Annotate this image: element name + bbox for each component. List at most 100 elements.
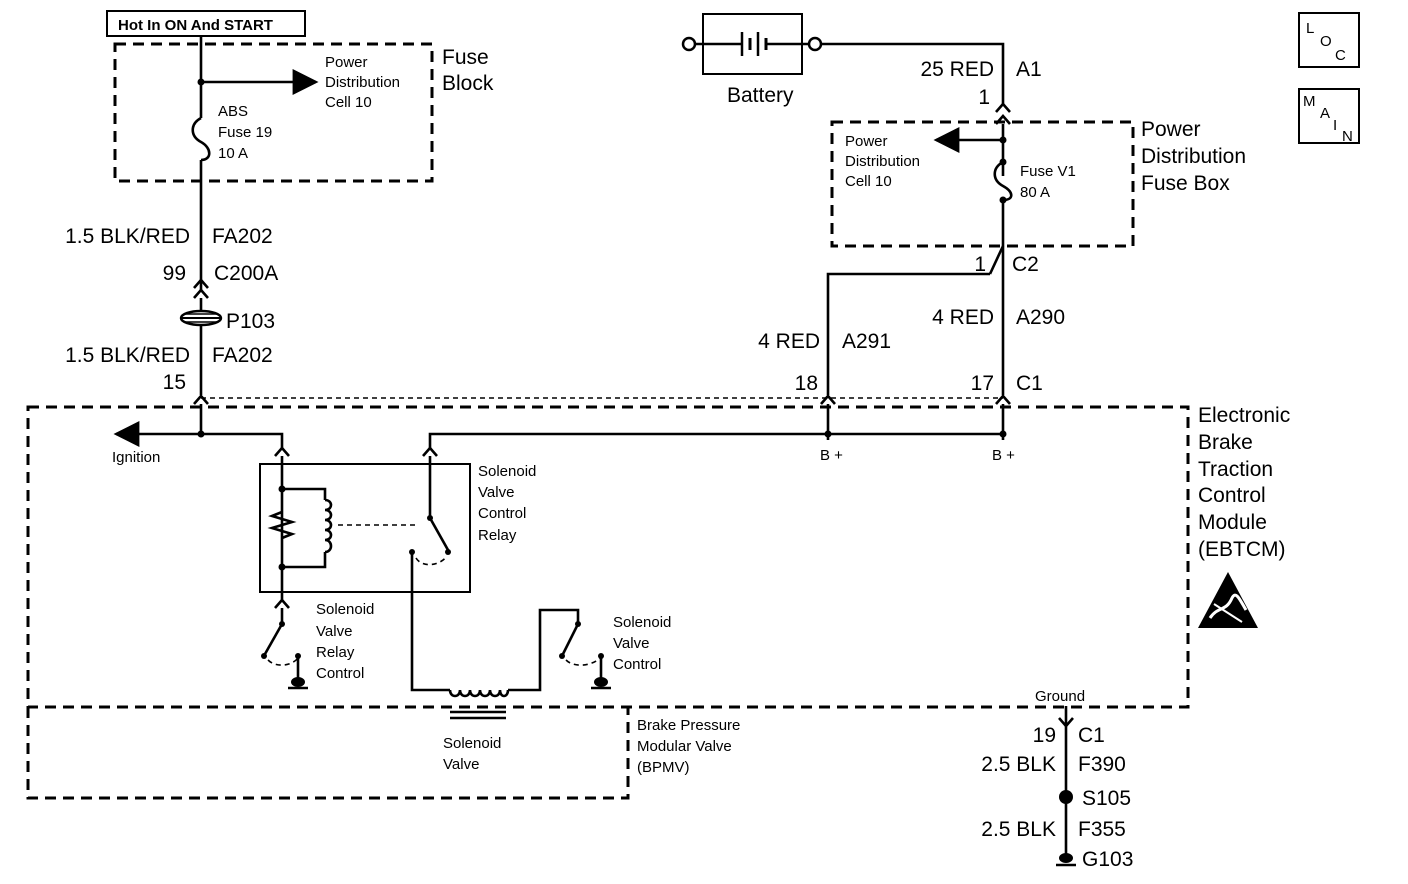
battery-label: Battery [727,84,794,107]
ebtcm-title-1: Electronic [1198,404,1290,427]
relay-control-label-3: Relay [316,644,355,661]
c1-label: C1 [1016,372,1043,395]
s105-label: S105 [1082,787,1131,810]
c2-pin: 1 [974,253,986,276]
relay-label-1: Solenoid [478,463,536,480]
svg-text:C: C [1335,47,1346,64]
pdfb-box [830,120,1135,248]
relay-box [259,463,471,593]
solenoid-coil [448,689,510,698]
c200a-pin: 99 [163,262,186,285]
solenoid-valve-label-2: Valve [443,756,479,773]
g103-label: G103 [1082,848,1133,871]
pdfb-pin1-connector [995,102,1011,113]
pdfb-pin-1: 1 [978,86,990,109]
pin-15: 15 [163,371,186,394]
relay-label-2: Valve [478,484,514,501]
fuse-v1-symbol [993,160,1013,202]
pin17-connector [995,394,1011,405]
bplus-label-2: B + [992,447,1015,464]
relay-coil [324,498,333,554]
pin15-connector [193,394,209,405]
fuse-v1-label-2: 80 A [1020,184,1050,201]
ebtcm-title-6: (EBTCM) [1198,538,1286,561]
fuse-v1-label-1: Fuse V1 [1020,163,1076,180]
fa202-circuit-upper: FA202 [212,225,273,248]
pin19-connector [1058,717,1074,728]
c200a-connector [193,278,209,289]
fuse-block-box [113,42,434,183]
bplus-bus [428,432,1003,448]
relay-label-3: Control [478,505,526,522]
pdfb-title-1: Power [1141,118,1201,141]
ignition-label: Ignition [112,449,160,466]
a1-wire [821,42,1005,104]
p103-label: P103 [226,310,275,333]
solenoid-valve-label-1: Solenoid [443,735,501,752]
a1-circuit: A1 [1016,58,1042,81]
main-nav-button[interactable]: M A I N [1298,88,1360,145]
a290-gauge: 4 RED [932,306,994,329]
relay-resistor [267,510,297,540]
pdfb-title-2: Distribution [1141,145,1246,168]
fuse-block-title-1: Fuse [442,46,489,69]
bpmv-title-2: Modular Valve [637,738,732,755]
f390-gauge: 2.5 BLK [981,753,1056,776]
pdfb-title-3: Fuse Box [1141,172,1230,195]
s105-splice-icon [1059,790,1073,804]
a291-circuit: A291 [842,330,891,353]
pdfb-pdc-1: Power [845,133,888,150]
svg-text:O: O [1320,33,1332,50]
a291-gauge: 4 RED [758,330,820,353]
abs-fuse-label-2: Fuse 19 [218,124,272,141]
f355-circuit: F355 [1078,818,1126,841]
ground-icon-1 [288,677,308,690]
hot-label-box: Hot In ON And START [106,10,306,37]
abs-fuse-label-1: ABS [218,103,248,120]
ebtcm-title-2: Brake [1198,431,1253,454]
pin-18: 18 [795,372,818,395]
esd-warning-icon [1198,572,1258,628]
relay-control-label-2: Valve [316,623,352,640]
solenoid-control-switch [561,623,580,655]
relay-label-4: Relay [478,527,517,544]
svg-text:N: N [1342,128,1353,145]
ebtcm-title-5: Module [1198,511,1267,534]
relay-control-label-1: Solenoid [316,601,374,618]
pdc-label-2: Distribution [325,74,400,91]
f390-circuit: F390 [1078,753,1126,776]
svg-text:M: M [1303,93,1316,110]
hot-label: Hot In ON And START [118,17,273,34]
pin19-conn: C1 [1078,724,1105,747]
solenoid-control-label-3: Control [613,656,661,673]
f355-gauge: 2.5 BLK [981,818,1056,841]
bpmv-title-3: (BPMV) [637,759,690,776]
loc-nav-button[interactable]: L O C [1298,12,1360,68]
relay-control-switch [263,623,284,655]
svg-text:I: I [1333,117,1337,134]
solenoid-control-label-1: Solenoid [613,614,671,631]
ebtcm-box [26,405,1190,709]
pdfb-pdc-2: Distribution [845,153,920,170]
bpmv-box [26,707,630,800]
pdfb-pdc-3: Cell 10 [845,173,892,190]
c2-name: C2 [1012,253,1039,276]
c200a-name: C200A [214,262,278,285]
bpmv-title-1: Brake Pressure [637,717,740,734]
fa202-gauge-lower: 1.5 BLK/RED [65,344,190,367]
relay-control-label-4: Control [316,665,364,682]
a290-circuit: A290 [1016,306,1065,329]
abs-fuse-label-3: 10 A [218,145,248,162]
ebtcm-title-3: Traction [1198,458,1273,481]
pin-19: 19 [1033,724,1056,747]
a1-gauge: 25 RED [920,58,994,81]
battery-icon [681,13,823,75]
pdc-label-3: Cell 10 [325,94,372,111]
svg-text:A: A [1320,105,1330,122]
ebtcm-title-4: Control [1198,484,1266,507]
fa202-circuit-lower: FA202 [212,344,273,367]
bplus-label-1: B + [820,447,843,464]
relay-switch [428,517,450,551]
pin18-connector [820,394,836,405]
